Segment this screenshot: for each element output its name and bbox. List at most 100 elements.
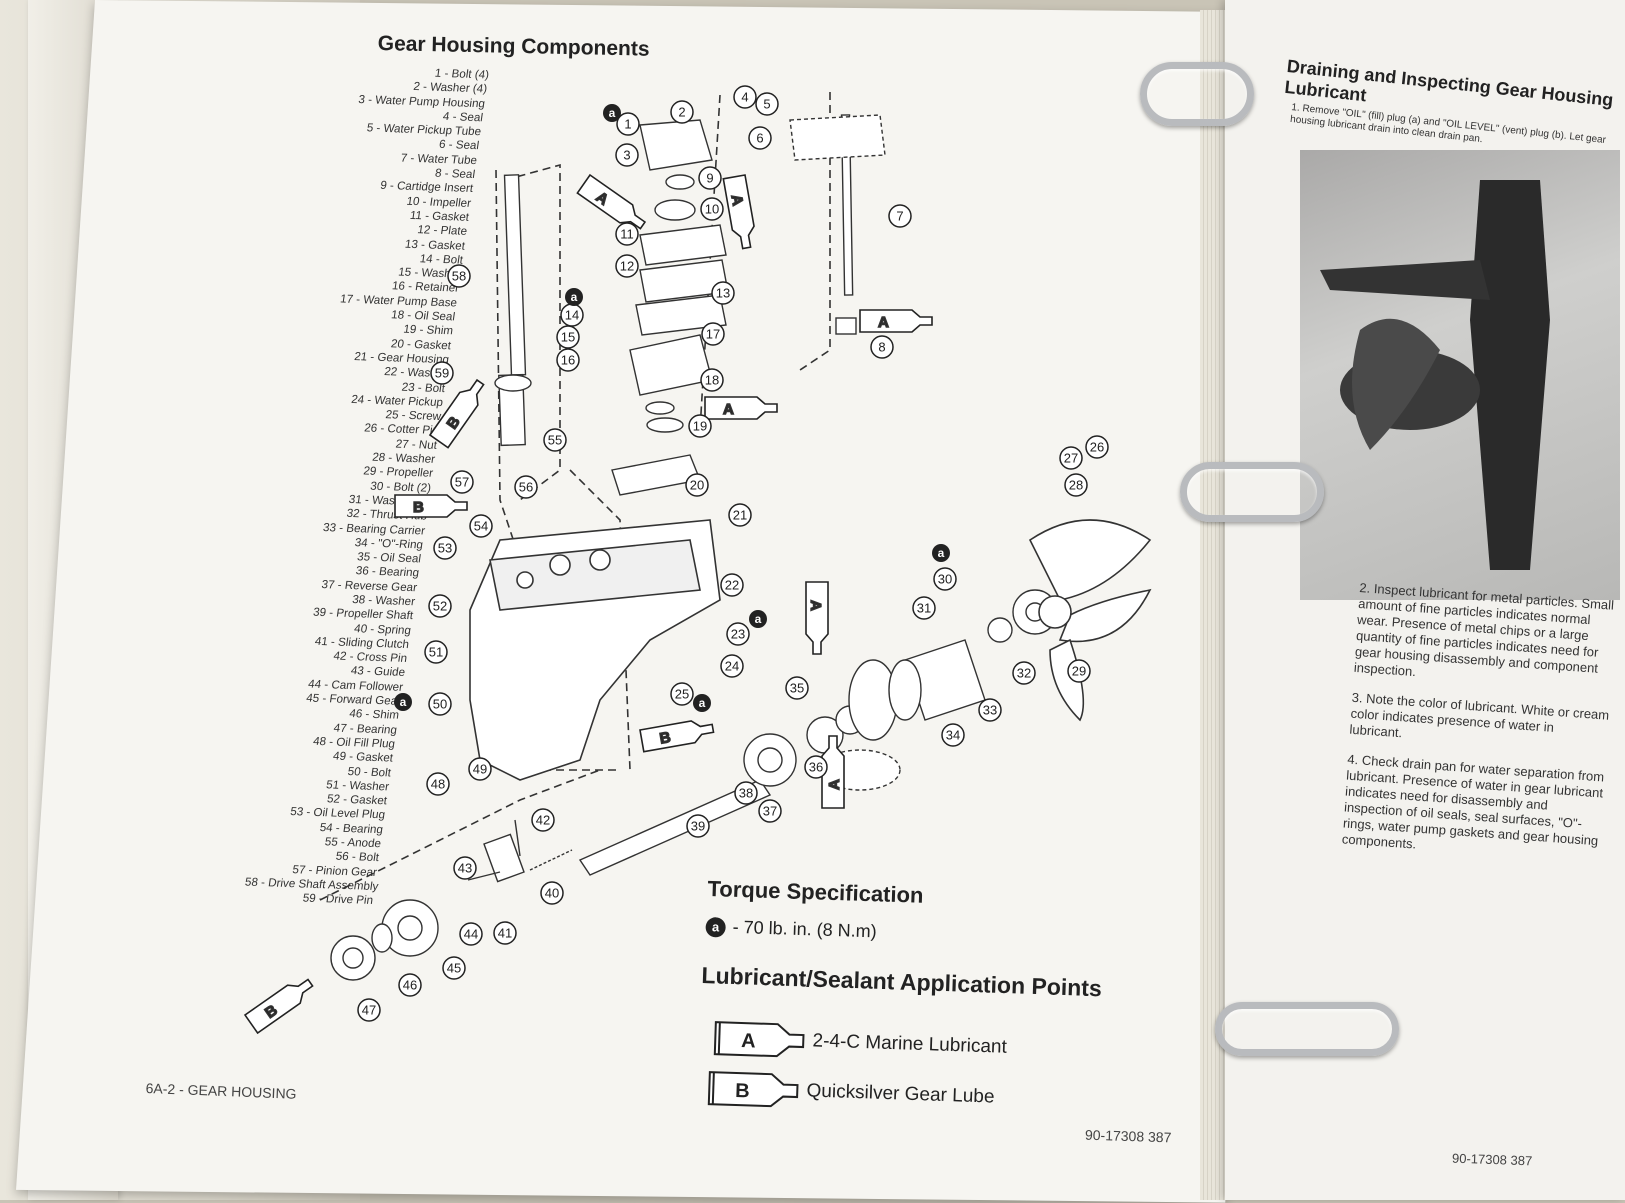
callout-number: 51 bbox=[429, 645, 443, 660]
callout-number: 29 bbox=[1072, 664, 1086, 679]
right-step-3: 3. Note the color of lubricant. White or… bbox=[1349, 689, 1610, 741]
torque-badge-letter: a bbox=[699, 696, 706, 710]
torque-badge-letter: a bbox=[938, 546, 945, 560]
torque-badge-icon: a bbox=[932, 544, 950, 562]
callout-number: 31 bbox=[917, 601, 931, 616]
right-step-2: 2. Inspect lubricant for metal particles… bbox=[1353, 580, 1615, 680]
callout-number: 47 bbox=[362, 1003, 376, 1018]
callout-number: 34 bbox=[946, 728, 960, 743]
callout-13: 13 bbox=[711, 281, 735, 305]
callout-number: 52 bbox=[433, 599, 447, 614]
callout-14: 14 bbox=[560, 303, 584, 327]
tube-letter: A bbox=[727, 193, 746, 207]
callout-number: 6 bbox=[756, 131, 763, 146]
callout-34: 34 bbox=[941, 723, 965, 747]
callout-number: 27 bbox=[1064, 451, 1078, 466]
propeller bbox=[1028, 519, 1152, 722]
callout-28: 28 bbox=[1064, 473, 1088, 497]
callout-1: 1 bbox=[616, 112, 640, 136]
callout-32: 32 bbox=[1012, 661, 1036, 685]
callout-number: 30 bbox=[938, 572, 952, 587]
callout-number: 25 bbox=[675, 687, 689, 702]
binder-ring-middle bbox=[1180, 462, 1324, 522]
lubricant-item-b: B Quicksilver Gear Lube bbox=[705, 1068, 995, 1118]
callout-45: 45 bbox=[442, 956, 466, 980]
tube-a-icon: A bbox=[805, 581, 829, 655]
callout-number: 56 bbox=[519, 480, 533, 495]
callout-number: 49 bbox=[473, 762, 487, 777]
callout-3: 3 bbox=[615, 143, 639, 167]
callout-25: 25 bbox=[670, 682, 694, 706]
callout-57: 57 bbox=[450, 470, 474, 494]
tube-letter: B bbox=[658, 729, 672, 748]
propeller-shaft bbox=[467, 779, 772, 883]
callout-44: 44 bbox=[459, 922, 483, 946]
gear-housing bbox=[469, 519, 721, 781]
footer-part-number-right: 90-17308 387 bbox=[1451, 1150, 1533, 1169]
lubricant-item-a: A 2-4-C Marine Lubricant bbox=[711, 1018, 1008, 1068]
callout-number: 58 bbox=[452, 269, 466, 284]
tube-a-icon: A bbox=[821, 735, 845, 809]
right-step-4: 4. Check drain pan for water separation … bbox=[1341, 751, 1605, 852]
callout-number: 5 bbox=[763, 97, 770, 112]
callout-11: 11 bbox=[615, 222, 639, 246]
callout-30: 30 bbox=[933, 567, 957, 591]
callout-number: 12 bbox=[620, 259, 634, 274]
callout-5: 5 bbox=[755, 92, 779, 116]
callout-number: 16 bbox=[561, 353, 575, 368]
callout-50: 50 bbox=[428, 692, 452, 716]
callout-31: 31 bbox=[912, 596, 936, 620]
callout-38: 38 bbox=[734, 781, 758, 805]
callout-48: 48 bbox=[426, 772, 450, 796]
water-tube bbox=[789, 114, 886, 335]
callout-number: 22 bbox=[725, 578, 739, 593]
tube-a-letter: A bbox=[741, 1030, 756, 1052]
torque-badge-icon: a bbox=[394, 693, 412, 711]
tube-a-icon: A bbox=[713, 1021, 805, 1058]
lower-unit-photo-icon bbox=[1320, 180, 1550, 570]
callout-9: 9 bbox=[698, 166, 722, 190]
callout-27: 27 bbox=[1059, 446, 1083, 470]
callout-47: 47 bbox=[357, 998, 381, 1022]
callout-51: 51 bbox=[424, 640, 448, 664]
gears-bearings bbox=[330, 589, 1058, 981]
binder-ring-top bbox=[1140, 62, 1254, 126]
tube-b-icon: B bbox=[707, 1071, 799, 1108]
callout-36: 36 bbox=[804, 755, 828, 779]
callout-6: 6 bbox=[748, 126, 772, 150]
callout-8: 8 bbox=[870, 335, 894, 359]
torque-badge-letter: a bbox=[609, 106, 616, 120]
callout-number: 1 bbox=[624, 117, 631, 132]
callout-59: 59 bbox=[430, 361, 454, 385]
callout-number: 35 bbox=[790, 681, 804, 696]
callout-number: 14 bbox=[565, 308, 579, 323]
tube-a-icon: A bbox=[722, 174, 755, 250]
callout-17: 17 bbox=[701, 322, 725, 346]
callout-52: 52 bbox=[428, 594, 452, 618]
callout-24: 24 bbox=[720, 654, 744, 678]
callout-23: 23 bbox=[726, 622, 750, 646]
torque-badge-icon: a bbox=[603, 104, 621, 122]
callout-number: 15 bbox=[561, 330, 575, 345]
callout-number: 24 bbox=[725, 659, 739, 674]
callout-58: 58 bbox=[447, 264, 471, 288]
callout-7: 7 bbox=[888, 204, 912, 228]
callout-number: 53 bbox=[438, 541, 452, 556]
callout-number: 7 bbox=[896, 209, 903, 224]
gear-housing-photo bbox=[1300, 150, 1620, 600]
binder-ring-bottom bbox=[1215, 1002, 1399, 1056]
callout-number: 10 bbox=[705, 202, 719, 217]
callout-number: 45 bbox=[447, 961, 461, 976]
callout-number: 39 bbox=[691, 819, 705, 834]
callout-number: 59 bbox=[435, 366, 449, 381]
tube-letter: A bbox=[723, 401, 734, 418]
callout-37: 37 bbox=[758, 799, 782, 823]
callout-number: 11 bbox=[620, 227, 634, 242]
callout-18: 18 bbox=[700, 368, 724, 392]
callout-number: 44 bbox=[464, 927, 478, 942]
callout-54: 54 bbox=[469, 514, 493, 538]
callout-49: 49 bbox=[468, 757, 492, 781]
callout-number: 23 bbox=[731, 627, 745, 642]
callout-number: 26 bbox=[1090, 440, 1104, 455]
